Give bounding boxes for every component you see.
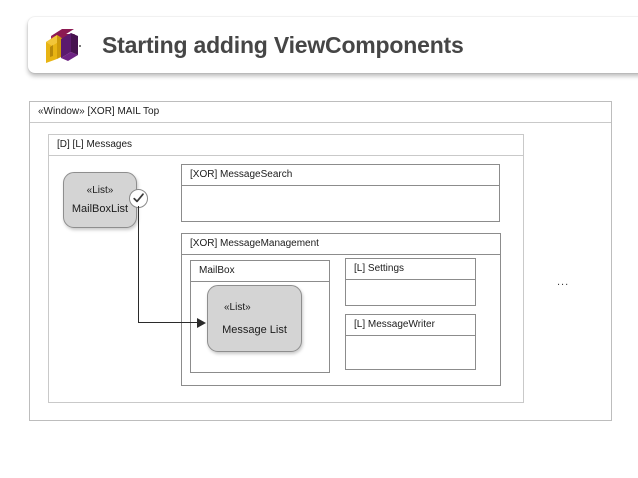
group-messages-title: [D] [L] Messages [49,135,523,156]
group-settings[interactable]: [L] Settings [345,258,476,306]
group-message-search[interactable]: [XOR] MessageSearch [181,164,500,222]
ml-logo-icon [38,22,84,68]
group-message-writer-title: [L] MessageWriter [346,315,475,336]
node-message-list-name: Message List [222,323,287,336]
node-message-list[interactable]: «List» Message List [207,285,302,352]
page-title: Starting adding ViewComponents [102,31,464,58]
group-settings-title: [L] Settings [346,259,475,280]
connector-vertical-segment [138,206,139,323]
group-message-search-title: [XOR] MessageSearch [182,165,499,186]
connector-arrowhead-icon [197,318,206,328]
slide-header: Starting adding ViewComponents [28,17,638,73]
group-message-management-title: [XOR] MessageManagement [182,234,500,255]
node-message-list-stereotype: «List» [224,301,251,313]
window-frame-title: «Window» [XOR] MAIL Top [30,102,611,123]
overflow-ellipsis: ... [557,276,570,288]
group-mailbox-title: MailBox [191,261,329,282]
node-mailboxlist[interactable]: «List» MailBoxList [63,172,137,228]
group-message-writer[interactable]: [L] MessageWriter [345,314,476,370]
node-mailboxlist-stereotype: «List» [86,185,114,196]
connector-horizontal-segment [138,322,198,323]
node-mailboxlist-name: MailBoxList [71,203,129,215]
